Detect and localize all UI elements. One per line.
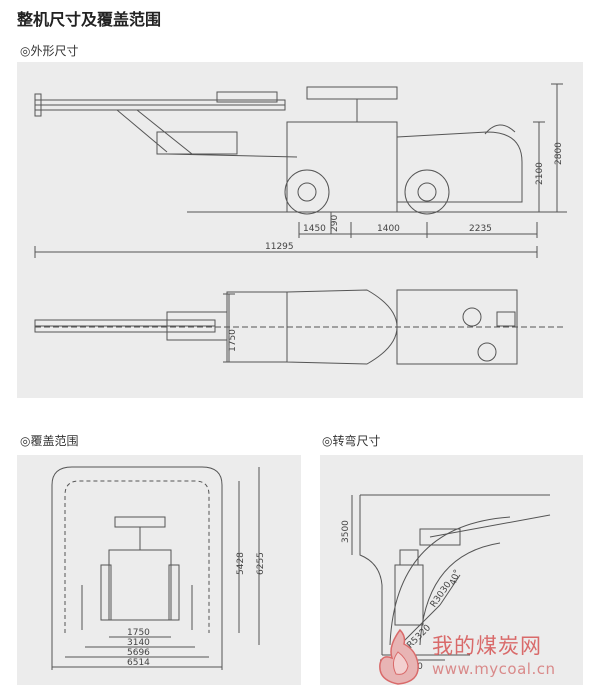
dimensions-panel: 2100 2800 1450 290 1400 2235 11295 1750 xyxy=(17,62,583,398)
section-label-dimensions: ◎外形尺寸 xyxy=(20,42,79,59)
section-title-dimensions: 外形尺寸 xyxy=(30,44,79,58)
dim-label-5428: 5428 xyxy=(236,552,246,575)
dim-label-290: 290 xyxy=(330,215,340,232)
side-top-view-drawing: 2100 2800 1450 290 1400 2235 11295 1750 xyxy=(34,83,567,365)
dim-label-5696: 5696 xyxy=(127,648,150,658)
machine-body-side xyxy=(286,121,398,213)
dim-label-1750-top: 1750 xyxy=(228,329,238,352)
dim-label-1750-coverage: 1750 xyxy=(127,628,150,638)
target-icon: ◎ xyxy=(322,434,333,448)
turning-panel: 3500 3800 R3030 R5320 40° xyxy=(320,455,583,685)
watermark: 我的煤炭网 www.mycoal.cn xyxy=(370,624,600,690)
turning-machine-body xyxy=(394,564,424,626)
rear-wheel-side xyxy=(404,169,450,215)
watermark-url: www.mycoal.cn xyxy=(432,660,556,678)
target-icon: ◎ xyxy=(20,44,31,58)
coverage-panel: 5428 6255 1750 3140 5696 6514 xyxy=(17,455,301,685)
dim-label-3140: 3140 xyxy=(127,638,150,648)
flame-logo-icon xyxy=(379,628,419,685)
dim-label-1400: 1400 xyxy=(377,224,400,234)
section-label-coverage: ◎覆盖范围 xyxy=(20,432,79,449)
dim-label-2800: 2800 xyxy=(554,142,564,165)
dim-label-2100: 2100 xyxy=(535,162,545,185)
page-title: 整机尺寸及覆盖范围 xyxy=(17,10,162,29)
corridor-wall-left xyxy=(359,495,383,655)
dim-label-6514: 6514 xyxy=(127,658,150,668)
coverage-drawing: 5428 6255 1750 3140 5696 6514 xyxy=(51,466,266,670)
engine-hood-side xyxy=(396,131,523,203)
outer-turn-arc xyxy=(389,516,511,646)
front-wheel-side xyxy=(284,169,330,215)
target-icon: ◎ xyxy=(20,434,31,448)
dim-label-3500: 3500 xyxy=(341,520,351,543)
tunnel-outline xyxy=(51,466,223,645)
section-title-turning: 转弯尺寸 xyxy=(332,434,381,448)
watermark-text: 我的煤炭网 xyxy=(432,634,542,658)
dim-label-2235: 2235 xyxy=(469,224,492,234)
dim-label-6255: 6255 xyxy=(256,552,266,575)
angle-label: 40° xyxy=(448,568,463,586)
dim-label-1450: 1450 xyxy=(303,224,326,234)
section-label-turning: ◎转弯尺寸 xyxy=(322,432,381,449)
machine-front xyxy=(108,549,172,621)
section-title-coverage: 覆盖范围 xyxy=(30,434,79,448)
canopy-side xyxy=(306,86,398,100)
dim-label-11295: 11295 xyxy=(265,242,294,252)
turning-boom xyxy=(429,514,551,538)
